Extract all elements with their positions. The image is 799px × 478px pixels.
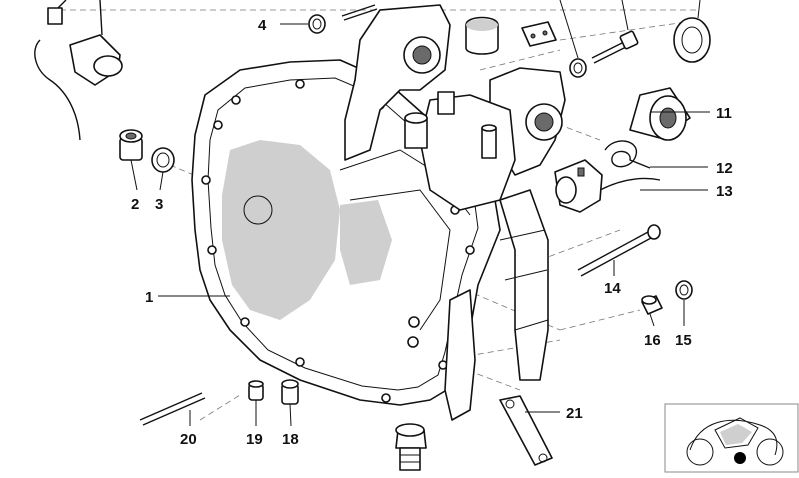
label-16: 16 — [644, 332, 661, 349]
dowel-19 — [248, 380, 264, 401]
callout-labels: 1 2 3 4 11 12 13 14 15 16 18 19 20 21 — [131, 17, 733, 448]
rod-20 — [139, 392, 206, 426]
strap-13 — [599, 177, 661, 191]
location-marker — [734, 452, 746, 464]
bearing-11 — [629, 87, 691, 141]
upper-mounts — [344, 4, 566, 421]
label-11: 11 — [716, 105, 732, 122]
label-3: 3 — [155, 196, 163, 213]
label-19: 19 — [246, 431, 263, 448]
label-2: 2 — [131, 196, 139, 213]
label-21: 21 — [566, 405, 583, 422]
seal-ring-3 — [151, 147, 175, 173]
label-15: 15 — [675, 332, 692, 349]
spring-12 — [604, 140, 651, 169]
label-1: 1 — [145, 289, 153, 306]
sleeve-18 — [281, 379, 299, 405]
label-4: 4 — [258, 17, 267, 34]
label-18: 18 — [282, 431, 299, 448]
actuator — [554, 159, 603, 213]
leader-lines — [130, 111, 710, 427]
motorcycle-thumbnail — [664, 403, 799, 473]
label-14: 14 — [604, 280, 621, 297]
label-20: 20 — [180, 431, 197, 448]
sensor — [34, 0, 123, 141]
ring-15 — [675, 280, 693, 300]
label-13: 13 — [716, 183, 733, 200]
label-12: 12 — [716, 160, 733, 177]
top-parts — [341, 0, 711, 78]
bolt-14 — [577, 224, 661, 277]
washer-4 — [280, 14, 326, 34]
drain-plug-bottom — [395, 423, 427, 471]
link-21 — [499, 395, 553, 466]
sleeve-16 — [641, 295, 663, 315]
drain-plug-2 — [119, 129, 143, 161]
